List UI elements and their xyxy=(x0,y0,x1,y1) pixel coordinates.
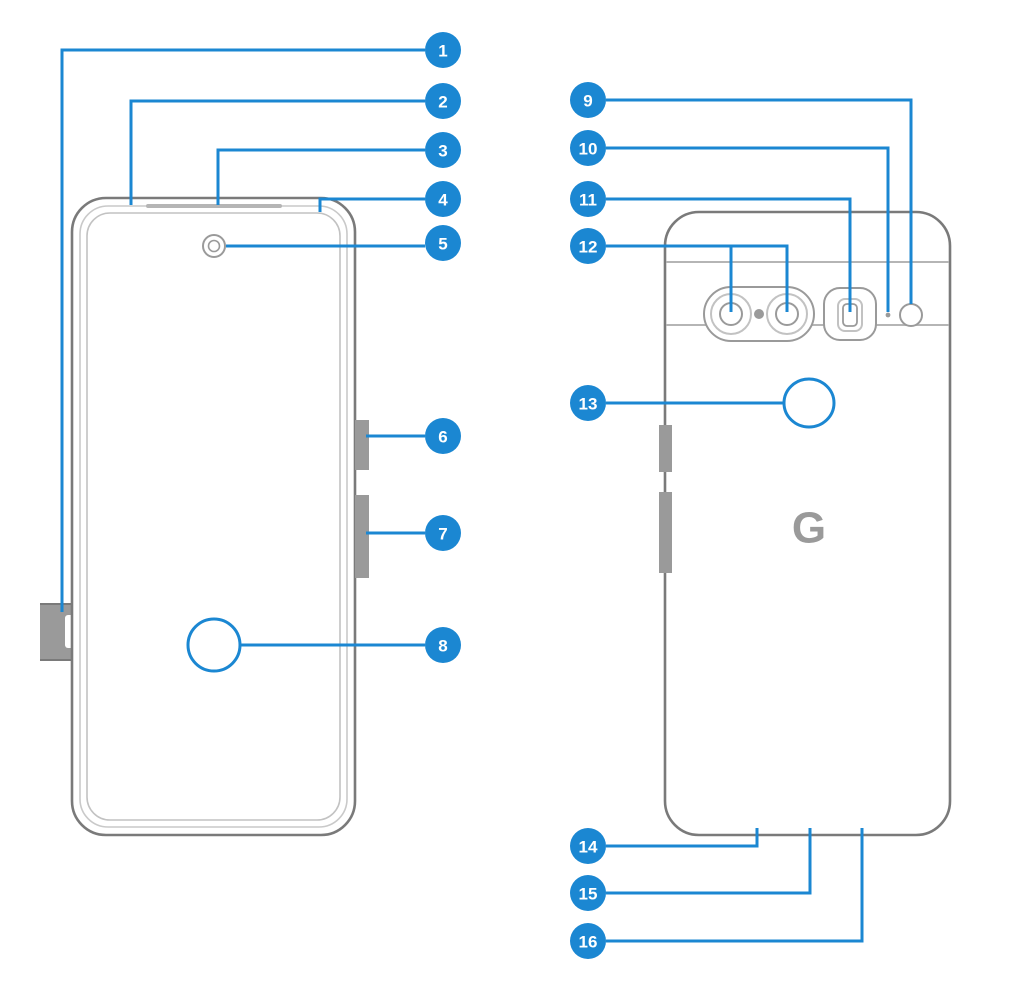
back-volume-button[interactable] xyxy=(659,492,672,573)
leader-14 xyxy=(606,828,759,848)
camera-flash xyxy=(823,287,877,341)
callout-badge-1[interactable]: 1 xyxy=(425,32,461,68)
sim-card-tray xyxy=(40,603,75,661)
leader-10 xyxy=(606,146,890,312)
rear-microphone xyxy=(885,312,891,318)
callout-badge-14[interactable]: 14 xyxy=(570,828,606,864)
power-button[interactable] xyxy=(355,420,369,470)
callout-badge-13[interactable]: 13 xyxy=(570,385,606,421)
leader-11 xyxy=(606,197,852,312)
front-view xyxy=(40,196,369,837)
leader-16 xyxy=(606,828,864,943)
google-g-logo: G xyxy=(792,504,826,553)
laser-autofocus-dot xyxy=(754,309,764,319)
leader-2 xyxy=(129,99,425,205)
leader-lines xyxy=(60,48,913,943)
front-camera xyxy=(202,234,226,258)
callout-badge-2[interactable]: 2 xyxy=(425,83,461,119)
back-view: G xyxy=(659,210,952,837)
rear-cameras xyxy=(703,286,815,342)
callout-badge-9[interactable]: 9 xyxy=(570,82,606,118)
leader-12a xyxy=(606,244,789,312)
callout-badge-3[interactable]: 3 xyxy=(425,132,461,168)
callout-badge-10[interactable]: 10 xyxy=(570,130,606,166)
callout-badge-6[interactable]: 6 xyxy=(425,418,461,454)
callout-badge-11[interactable]: 11 xyxy=(570,181,606,217)
leader-4 xyxy=(318,197,425,212)
callout-badges: 1 2 3 4 5 6 7 xyxy=(425,32,606,959)
leader-9 xyxy=(606,98,913,304)
callout-badge-8[interactable]: 8 xyxy=(425,627,461,663)
callout-badge-7[interactable]: 7 xyxy=(425,515,461,551)
brand-mark: G xyxy=(792,504,826,553)
callout-badge-12[interactable]: 12 xyxy=(570,228,606,264)
back-power-button[interactable] xyxy=(659,425,672,472)
leader-15 xyxy=(606,828,812,895)
volume-button[interactable] xyxy=(355,495,369,578)
callout-badge-4[interactable]: 4 xyxy=(425,181,461,217)
leader-3 xyxy=(216,148,425,205)
proximity-sensor xyxy=(899,303,923,327)
leader-1 xyxy=(60,48,425,612)
callout-badge-15[interactable]: 15 xyxy=(570,875,606,911)
screen-bezel xyxy=(86,212,341,821)
callout-badge-16[interactable]: 16 xyxy=(570,923,606,959)
callout-badge-5[interactable]: 5 xyxy=(425,225,461,261)
